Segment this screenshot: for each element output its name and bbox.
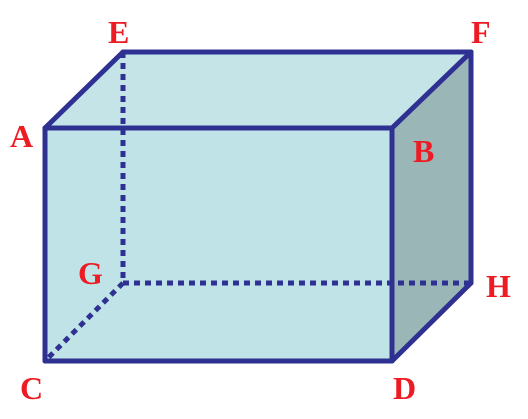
hidden-edge-gc	[43, 281, 125, 363]
vertex-label-c: C	[20, 370, 44, 406]
edge-bf	[389, 49, 474, 131]
top-face	[45, 52, 471, 128]
vertex-label-f: F	[471, 14, 491, 50]
edge-ae	[42, 49, 126, 131]
vertex-label-h: H	[486, 268, 511, 304]
edge-dh	[389, 280, 474, 364]
vertex-label-b: B	[413, 133, 435, 169]
vertex-label-a: A	[10, 118, 34, 154]
vertex-label-e: E	[108, 14, 130, 50]
vertex-label-d: D	[393, 370, 417, 406]
front-face	[45, 128, 392, 361]
vertex-label-g: G	[78, 255, 103, 291]
